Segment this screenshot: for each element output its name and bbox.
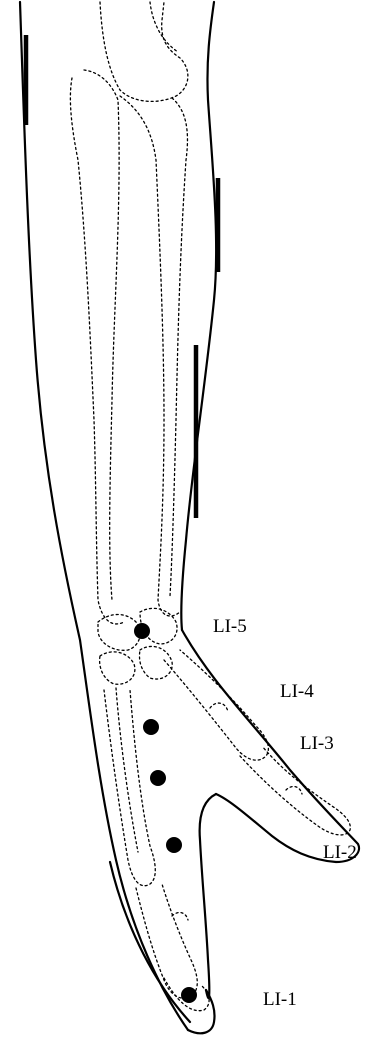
label-li-5: LI-5 bbox=[213, 616, 247, 637]
point-li-5 bbox=[134, 623, 150, 639]
label-li-1: LI-1 bbox=[263, 989, 297, 1010]
label-li-3: LI-3 bbox=[300, 733, 334, 754]
edge-bars bbox=[26, 35, 218, 518]
point-li-1 bbox=[181, 987, 197, 1003]
label-li-4: LI-4 bbox=[280, 681, 314, 702]
acupoint-labels: LI-5 LI-4 LI-3 LI-2 LI-1 bbox=[213, 616, 357, 1010]
bone-outlines bbox=[70, 2, 350, 1011]
point-li-4 bbox=[143, 719, 159, 735]
point-li-2 bbox=[166, 837, 182, 853]
arm-outline bbox=[20, 2, 359, 1033]
label-li-2: LI-2 bbox=[323, 842, 357, 863]
point-li-3 bbox=[150, 770, 166, 786]
